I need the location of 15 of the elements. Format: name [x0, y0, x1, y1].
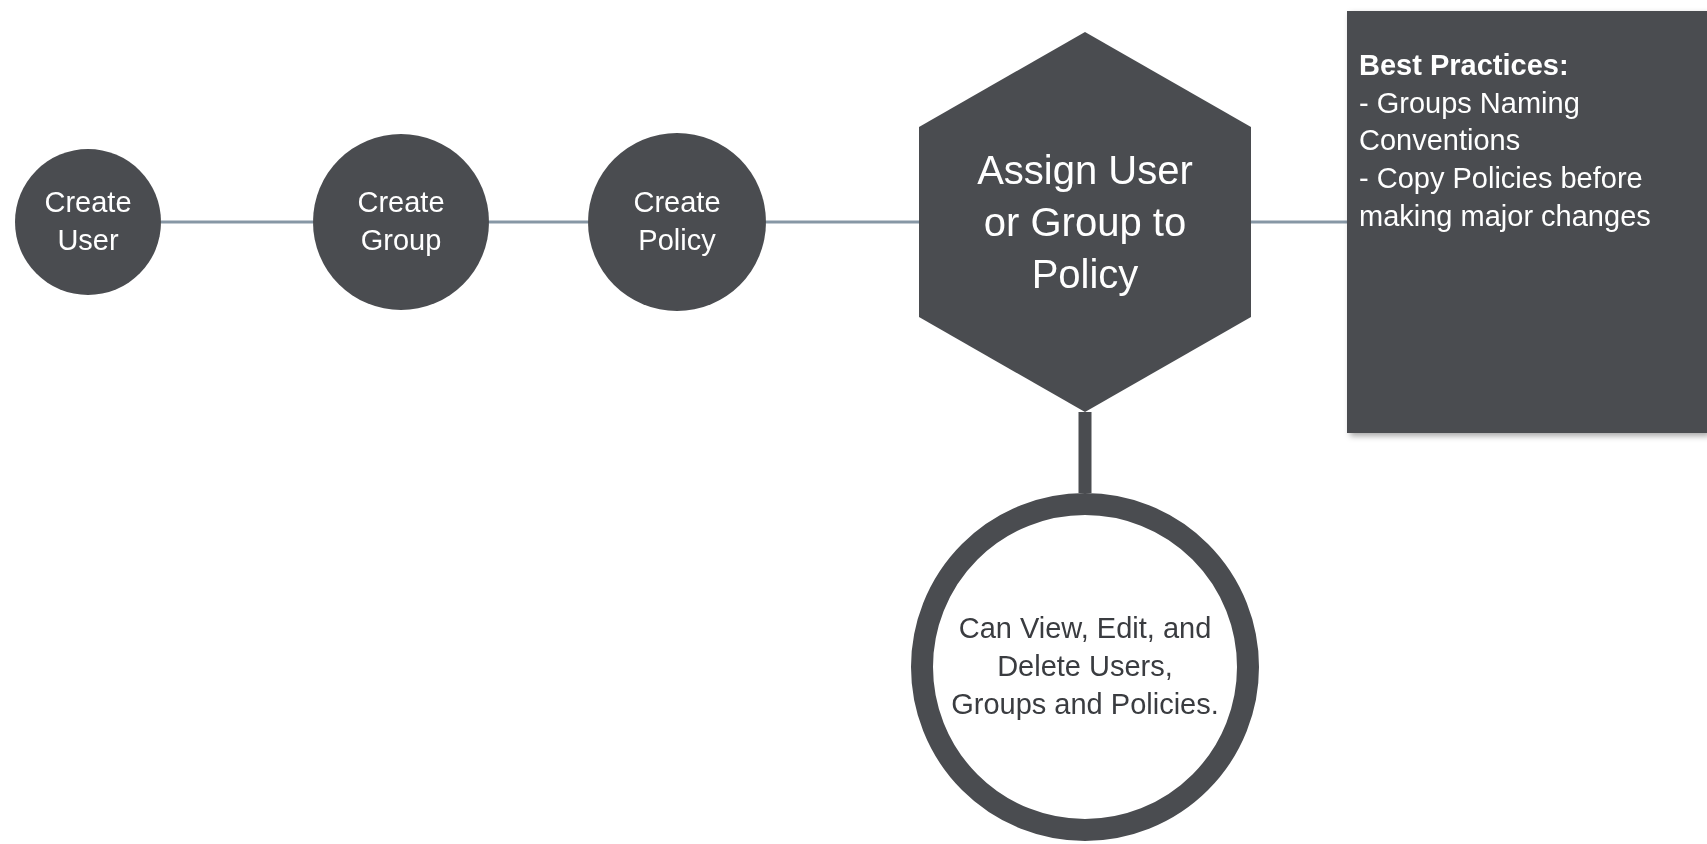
node-label: Create Group	[356, 185, 446, 258]
note-heading: Best Practices:	[1359, 48, 1569, 83]
node-label: Can View, Edit, and Delete Users, Groups and Policies.	[950, 611, 1220, 722]
note-panel	[1347, 11, 1707, 433]
hexagon-node	[919, 32, 1251, 412]
connector-line	[1078, 412, 1092, 493]
connector-line	[766, 220, 919, 224]
connector-line	[161, 220, 313, 224]
node-label: Assign User or Group to Policy	[976, 147, 1194, 298]
node-label: Create Policy	[632, 185, 722, 258]
connector-line	[489, 220, 588, 224]
note-item: - Groups Naming Conventions	[1359, 85, 1581, 159]
connector-line	[1251, 220, 1347, 224]
node-label: Create User	[43, 185, 133, 258]
note-item: - Copy Policies before making major changes	[1359, 161, 1652, 234]
